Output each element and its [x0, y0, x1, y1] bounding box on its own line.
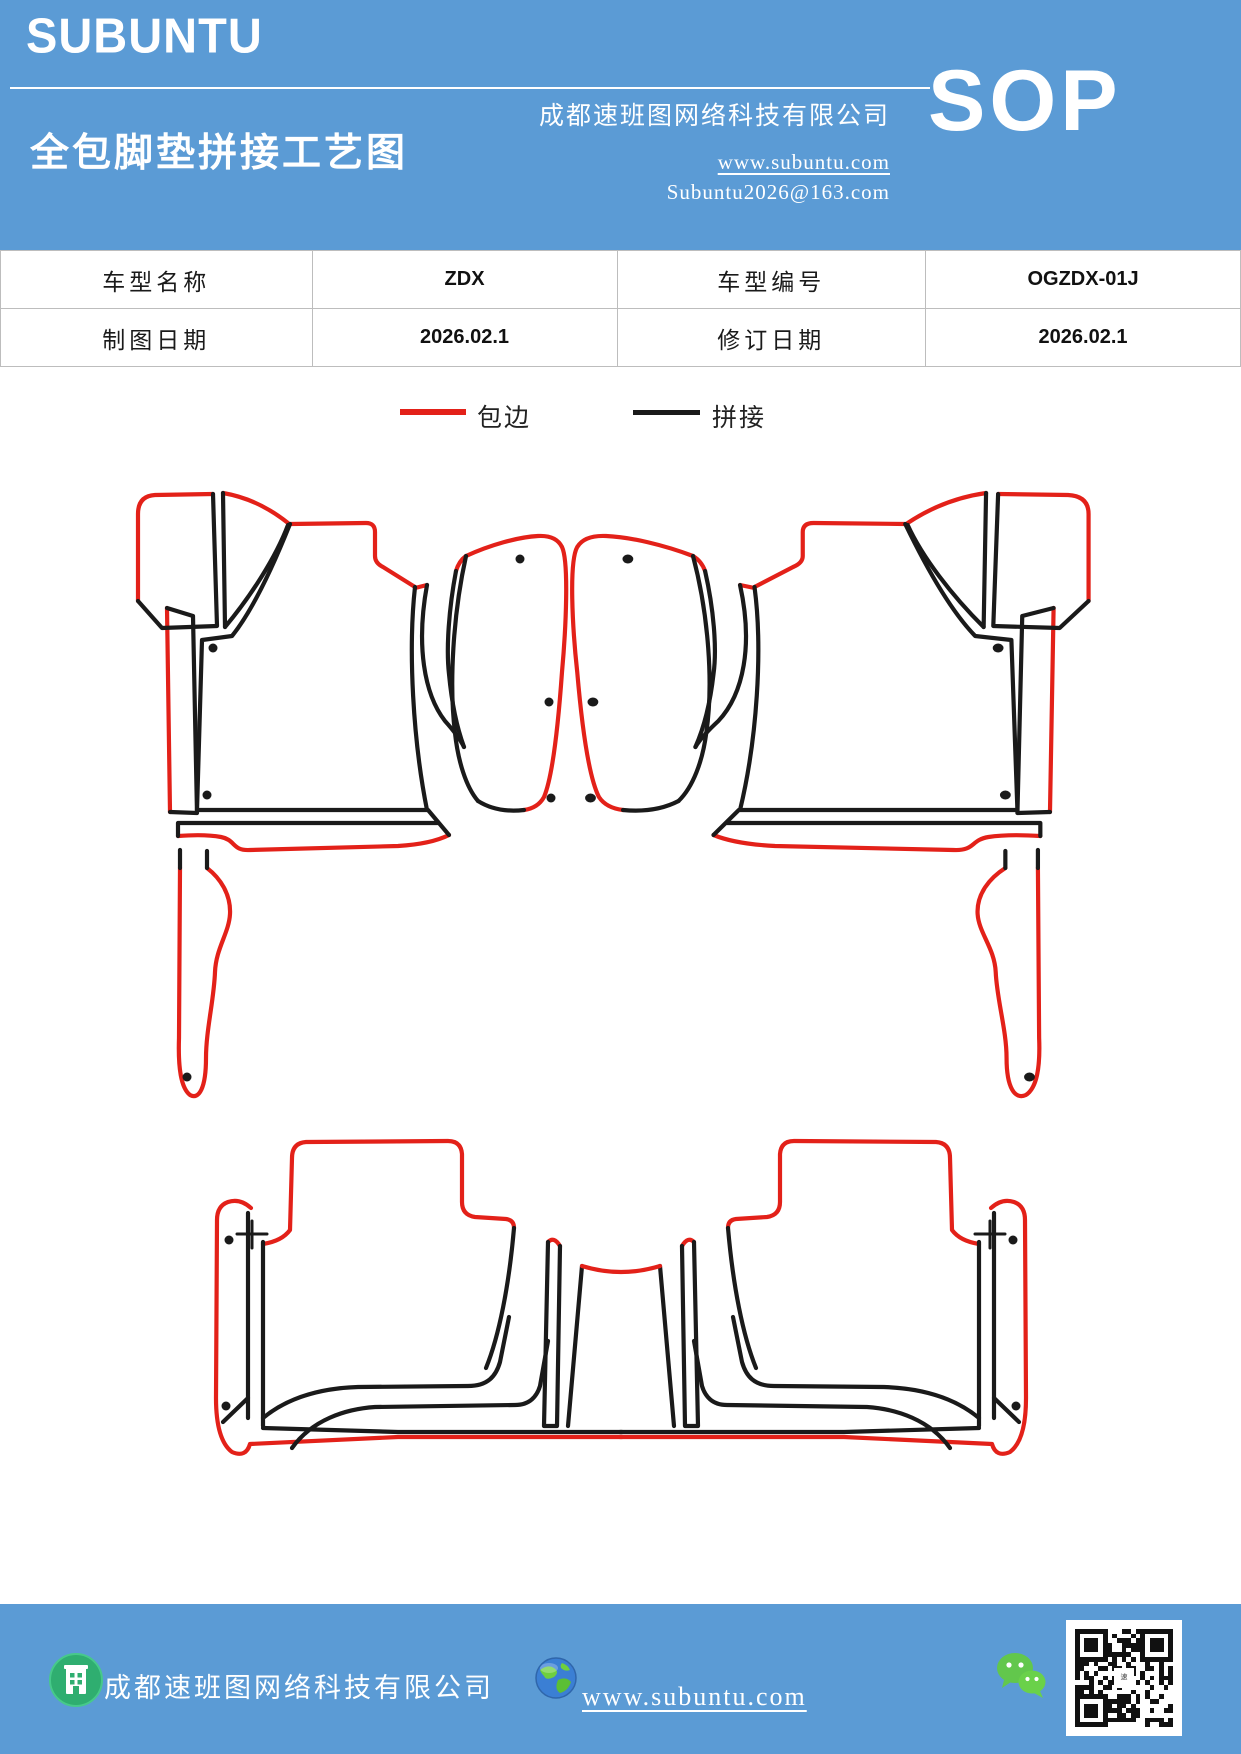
header-website-link[interactable]: www.subuntu.com: [717, 150, 890, 174]
rear-mat-left-outline: [216, 1141, 622, 1454]
header: SUBUNTU 全包脚垫拼接工艺图 成都速班图网络科技有限公司 www.subu…: [0, 0, 1241, 250]
company-building-icon: [49, 1653, 103, 1707]
legend-binding-swatch: [400, 409, 466, 415]
rear-mat-right-outline: [620, 1141, 1026, 1454]
legend-splice-swatch: [633, 410, 700, 415]
footer: 成都速班图网络科技有限公司 www.subuntu.com 速: [0, 1604, 1241, 1754]
front-right-mat-outline: [572, 493, 1088, 1096]
globe-icon: [535, 1657, 577, 1699]
table-row: 制图日期 2026.02.1 修订日期 2026.02.1: [0, 308, 1241, 367]
brand-logo: SUBUNTU: [26, 7, 263, 64]
header-company-name: 成都速班图网络科技有限公司: [538, 103, 890, 130]
rear-mat-center-tunnel: [568, 1266, 674, 1426]
cell-revise-date-value: 2026.02.1: [925, 308, 1241, 367]
cell-model-code-label: 车型编号: [616, 250, 927, 309]
footer-website-link[interactable]: www.subuntu.com: [582, 1682, 807, 1711]
sop-badge: SOP: [928, 53, 1122, 149]
cell-model-name-value: ZDX: [311, 250, 618, 309]
legend-binding-label: 包边: [477, 405, 532, 432]
cell-revise-date-label: 修订日期: [616, 308, 927, 367]
table-row: 车型名称 ZDX 车型编号 OGZDX-01J: [0, 250, 1241, 309]
cell-draw-date-value: 2026.02.1: [311, 308, 618, 367]
qr-modules: [1075, 1629, 1173, 1727]
cell-model-code-value: OGZDX-01J: [925, 250, 1241, 309]
header-email: Subuntu2026@163.com: [666, 180, 890, 204]
qr-center-logo: 速: [1114, 1668, 1134, 1688]
qr-code: 速: [1066, 1620, 1182, 1736]
front-left-mat-outline: [138, 493, 566, 1096]
cell-draw-date-label: 制图日期: [0, 308, 313, 367]
legend-splice-label: 拼接: [712, 405, 767, 432]
page-title: 全包脚垫拼接工艺图: [30, 132, 409, 175]
wechat-icon: [997, 1653, 1046, 1698]
footer-company-name: 成都速班图网络科技有限公司: [104, 1673, 494, 1703]
cell-model-name-label: 车型名称: [0, 250, 313, 309]
spec-table: 车型名称 ZDX 车型编号 OGZDX-01J 制图日期 2026.02.1 修…: [0, 250, 1241, 367]
header-divider: [10, 87, 930, 89]
